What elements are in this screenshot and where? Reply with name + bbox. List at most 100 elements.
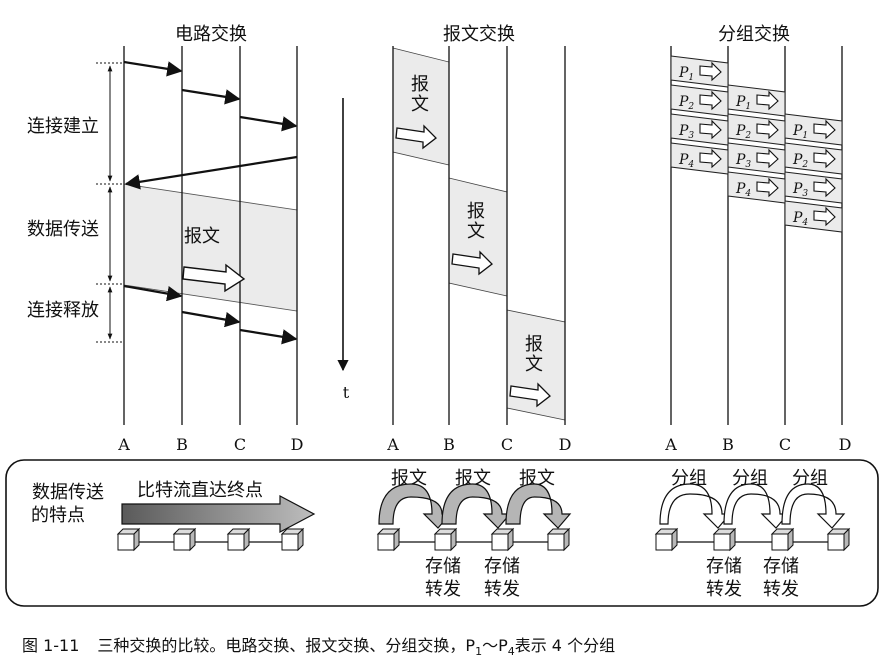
message-hop-arrows [378,483,572,529]
caption-tilde: ～P [482,636,508,655]
circuit-message-label: 报文 [184,226,220,247]
cube-node-icon [654,527,679,552]
circuit-col-d: D [291,435,304,454]
curved-arrow-icon [781,483,846,529]
caption-sub2: 4 [508,645,515,658]
circuit-col-a: A [117,435,130,454]
message-hop-label-1: 报文 [391,468,427,489]
packet-node-cubes [654,527,851,552]
caption-sub1: 1 [475,645,482,658]
packet-hop-label-1: 分组 [671,468,707,489]
message-switching-panel: 报文交换 报 文 报 文 报 文 [392,24,566,425]
cube-node-icon [433,527,458,552]
curved-arrow-icon [723,483,790,529]
packet-label: P1 [792,123,808,141]
setup-arrow-cd [239,115,298,132]
packet-label: P2 [792,152,808,170]
hollow-arrow-icon [699,90,722,111]
packet-label: P3 [678,123,694,141]
phase-release-label: 连接释放 [27,300,99,321]
packet-col-d: D [839,435,852,454]
features-title-line1: 数据传送 [32,482,104,503]
message-col-c: C [501,435,513,454]
message-seg3-label-line1: 报 [525,334,543,355]
packet-box: P3 [670,113,729,146]
hollow-arrow-icon [509,382,551,408]
packet-box: P4 [727,171,786,204]
setup-arrow-bc [181,88,241,105]
column-labels: A B C D A B C D A B C D [117,435,851,454]
packet-box: P2 [727,113,786,146]
hollow-arrow-icon [813,119,836,140]
message-col-a: A [386,435,399,454]
message-seg2-label-line1: 报 [467,201,485,222]
cube-node-icon [770,527,795,552]
message-store-line1-b: 存储 [425,556,461,577]
time-axis: t [337,98,350,402]
circuit-feature-text: 比特流直达终点 [137,480,263,501]
packet-label: P3 [792,181,808,199]
circuit-title: 电路交换 [175,24,247,45]
message-seg1-label-line2: 文 [411,94,429,115]
hollow-arrow-icon [699,148,722,169]
packet-hop-arrows [659,483,846,529]
phase-bracket [96,62,122,343]
cube-node-icon [116,527,141,552]
packet-title: 分组交换 [718,24,790,45]
hollow-arrow-icon [699,119,722,140]
packet-label: P1 [678,65,694,83]
setup-ack-arrow [124,155,298,190]
message-seg2-label-line2: 文 [467,221,485,242]
packet-box: P2 [670,84,729,117]
hollow-arrow-icon [756,90,779,111]
packet-label: P2 [735,123,751,141]
phase-transfer-label: 数据传送 [27,219,99,240]
curved-arrow-icon [659,483,732,529]
hollow-arrow-icon [813,148,836,169]
packet-box: P1 [727,84,786,117]
hollow-arrow-icon [813,177,836,198]
hollow-arrow-icon [813,206,836,227]
message-store-line2-b: 转发 [425,579,461,600]
message-col-d: D [559,435,572,454]
circuit-node-cubes [116,527,305,552]
circuit-switching-panel: 电路交换 连接建立 数据传送 连接释放 报文 [27,24,298,425]
packet-label: P1 [735,94,751,112]
message-node-cubes [376,527,571,552]
packet-label: P2 [678,94,694,112]
hollow-arrow-icon [756,119,779,140]
packet-box: P1 [784,113,843,146]
packet-box: P4 [784,200,843,233]
hollow-arrow-icon [395,124,437,150]
message-store-line1-c: 存储 [484,556,520,577]
hollow-arrow-icon [756,177,779,198]
message-col-b: B [443,435,455,454]
release-arrow-cd [239,328,298,345]
packet-label: P3 [735,152,751,170]
packet-col-b: B [722,435,734,454]
curved-arrow-icon [378,483,452,529]
caption-text-before: 三种交换的比较。电路交换、报文交换、分组交换，P [97,636,475,655]
time-axis-label: t [343,383,350,402]
packet-label: P4 [735,181,751,199]
message-hop-label-2: 报文 [455,468,491,489]
packet-col-a: A [664,435,677,454]
packet-box: P4 [670,142,729,175]
packet-box: P2 [784,142,843,175]
message-title: 报文交换 [443,24,515,45]
phase-setup-label: 连接建立 [27,116,99,137]
packet-label: P4 [678,152,694,170]
packet-store-line1-b: 存储 [706,556,742,577]
cube-node-icon [490,527,515,552]
hollow-arrow-icon [699,61,722,82]
caption-text-after: 表示 4 个分组 [515,636,615,655]
message-seg1-label-line1: 报 [411,74,429,95]
cube-node-icon [280,527,305,552]
release-arrow-bc [181,310,241,328]
release-arrow-ab [123,284,183,302]
cube-node-icon [546,527,571,552]
